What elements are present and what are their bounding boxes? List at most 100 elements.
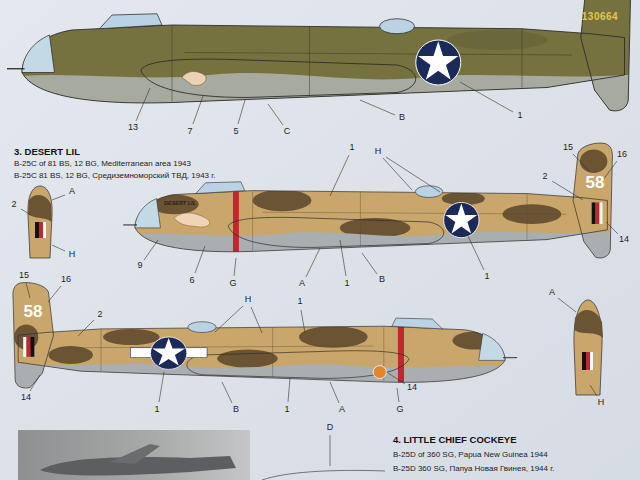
callout-number: 16 xyxy=(61,275,71,285)
callout-number: A xyxy=(69,187,75,197)
olive-drab xyxy=(0,0,640,140)
rudder-stripe xyxy=(600,202,603,224)
fin-outline xyxy=(13,283,54,389)
b25-profile xyxy=(115,124,634,281)
callout-number: 7 xyxy=(187,127,192,137)
insignia-disc xyxy=(444,202,479,237)
callout-number: 1 xyxy=(349,143,354,153)
callout-number: 14 xyxy=(619,235,629,245)
callout-number: 6 xyxy=(189,276,194,286)
fuselage-outline xyxy=(22,25,625,103)
insignia-disc xyxy=(150,337,186,369)
callout-number: 1 xyxy=(154,405,159,415)
callout-number: 16 xyxy=(617,150,627,160)
squadron-badge xyxy=(373,366,386,379)
cockpit-glazing xyxy=(100,14,163,29)
profile-heading: 4. LITTLE CHIEF COCKEYE xyxy=(393,435,517,445)
callout-number: 14 xyxy=(407,383,417,393)
nose-glazing xyxy=(479,333,505,360)
insignia-star xyxy=(445,203,477,233)
callout-number: 1 xyxy=(484,272,489,282)
photo-ground xyxy=(18,430,250,480)
fuselage-outline xyxy=(135,191,607,252)
callout-number: H xyxy=(245,295,252,305)
fuselage-outline xyxy=(18,326,505,382)
desert-sand xyxy=(0,265,525,409)
callout-number: C xyxy=(284,127,291,137)
callout-number: H xyxy=(69,250,76,260)
rudder-stripe xyxy=(590,352,593,370)
brown-blotch xyxy=(48,346,92,364)
nacelle-outline xyxy=(228,217,444,247)
leader-lines xyxy=(21,82,618,466)
nose-gun xyxy=(7,68,25,69)
fin-shape xyxy=(28,186,52,258)
callout-number: G xyxy=(229,279,236,289)
b25-profile xyxy=(0,0,640,140)
rudder-stripe xyxy=(586,352,590,370)
rudder-stripe xyxy=(30,337,34,357)
panel-lines xyxy=(253,192,567,251)
nacelle-outline xyxy=(187,351,409,379)
callout-number: 2 xyxy=(97,310,102,320)
paint-patch xyxy=(447,30,547,50)
neutral-grey-underside xyxy=(0,73,640,141)
cockpit-glazing xyxy=(392,318,443,329)
desert-sand xyxy=(115,124,634,281)
callout-number: B xyxy=(233,405,239,415)
tail-number: 58 xyxy=(24,303,43,322)
callout-number: 1 xyxy=(297,297,302,307)
rudder-stripe xyxy=(26,337,30,357)
serial-number: 130664 xyxy=(582,11,618,22)
callout-number: 2 xyxy=(11,200,16,210)
brown-blotch xyxy=(28,195,52,222)
brown-blotch xyxy=(217,350,278,368)
callout-number: A xyxy=(339,405,345,415)
callout-number: A xyxy=(549,288,555,298)
callout-number: 1 xyxy=(517,111,522,121)
callout-number: 5 xyxy=(233,127,238,137)
nose-gun xyxy=(123,224,137,225)
dorsal-turret xyxy=(380,19,415,34)
callout-number: H xyxy=(598,398,605,408)
rudder-stripe xyxy=(592,202,596,224)
callout-number: H xyxy=(375,147,382,157)
rudder-stripe xyxy=(582,352,586,370)
rudder-stripe xyxy=(23,337,26,357)
callout-number: G xyxy=(396,405,403,415)
insignia-star xyxy=(152,338,185,366)
callout-number: D xyxy=(327,423,334,433)
profile-subtitle: B-25D of 360 SG, Papua New Guinea 1944 xyxy=(393,451,548,460)
grey-underside xyxy=(0,362,525,409)
insignia-disc xyxy=(416,40,461,85)
rudder-stripe xyxy=(39,222,43,238)
dorsal-turret xyxy=(415,186,442,198)
callout-number: A xyxy=(299,279,305,289)
callout-number: 14 xyxy=(21,393,31,403)
callout-number: 1 xyxy=(344,279,349,289)
brown-blotch xyxy=(580,149,607,173)
fin-view xyxy=(574,300,603,395)
profile-heading: 3. DESERT LIL xyxy=(14,147,80,157)
brown-blotch xyxy=(253,190,312,212)
rudder-stripe xyxy=(596,202,600,224)
reference-photo xyxy=(18,430,250,480)
dorsal-turret xyxy=(188,322,216,333)
callout-number: 13 xyxy=(128,123,138,133)
callout-number: 15 xyxy=(19,271,29,281)
profile-outline-fragment xyxy=(262,470,385,480)
brown-blotch xyxy=(574,310,603,338)
b25-profile xyxy=(0,265,525,409)
nose-glazing xyxy=(135,198,160,227)
profile-subtitle: B-25D 360 SG, Папуа Новая Гвинея, 1944 г… xyxy=(393,465,554,474)
fin-shape xyxy=(574,300,602,395)
panel-lines xyxy=(61,327,384,381)
profile-subtitle: B-25C of 81 BS, 12 BG, Mediterranean are… xyxy=(14,160,191,169)
callout-number: B xyxy=(379,275,385,285)
national-insignia xyxy=(444,202,479,237)
nacelle-outline xyxy=(141,59,416,97)
photo-wing xyxy=(110,444,160,464)
nose-art-figure xyxy=(174,213,210,227)
